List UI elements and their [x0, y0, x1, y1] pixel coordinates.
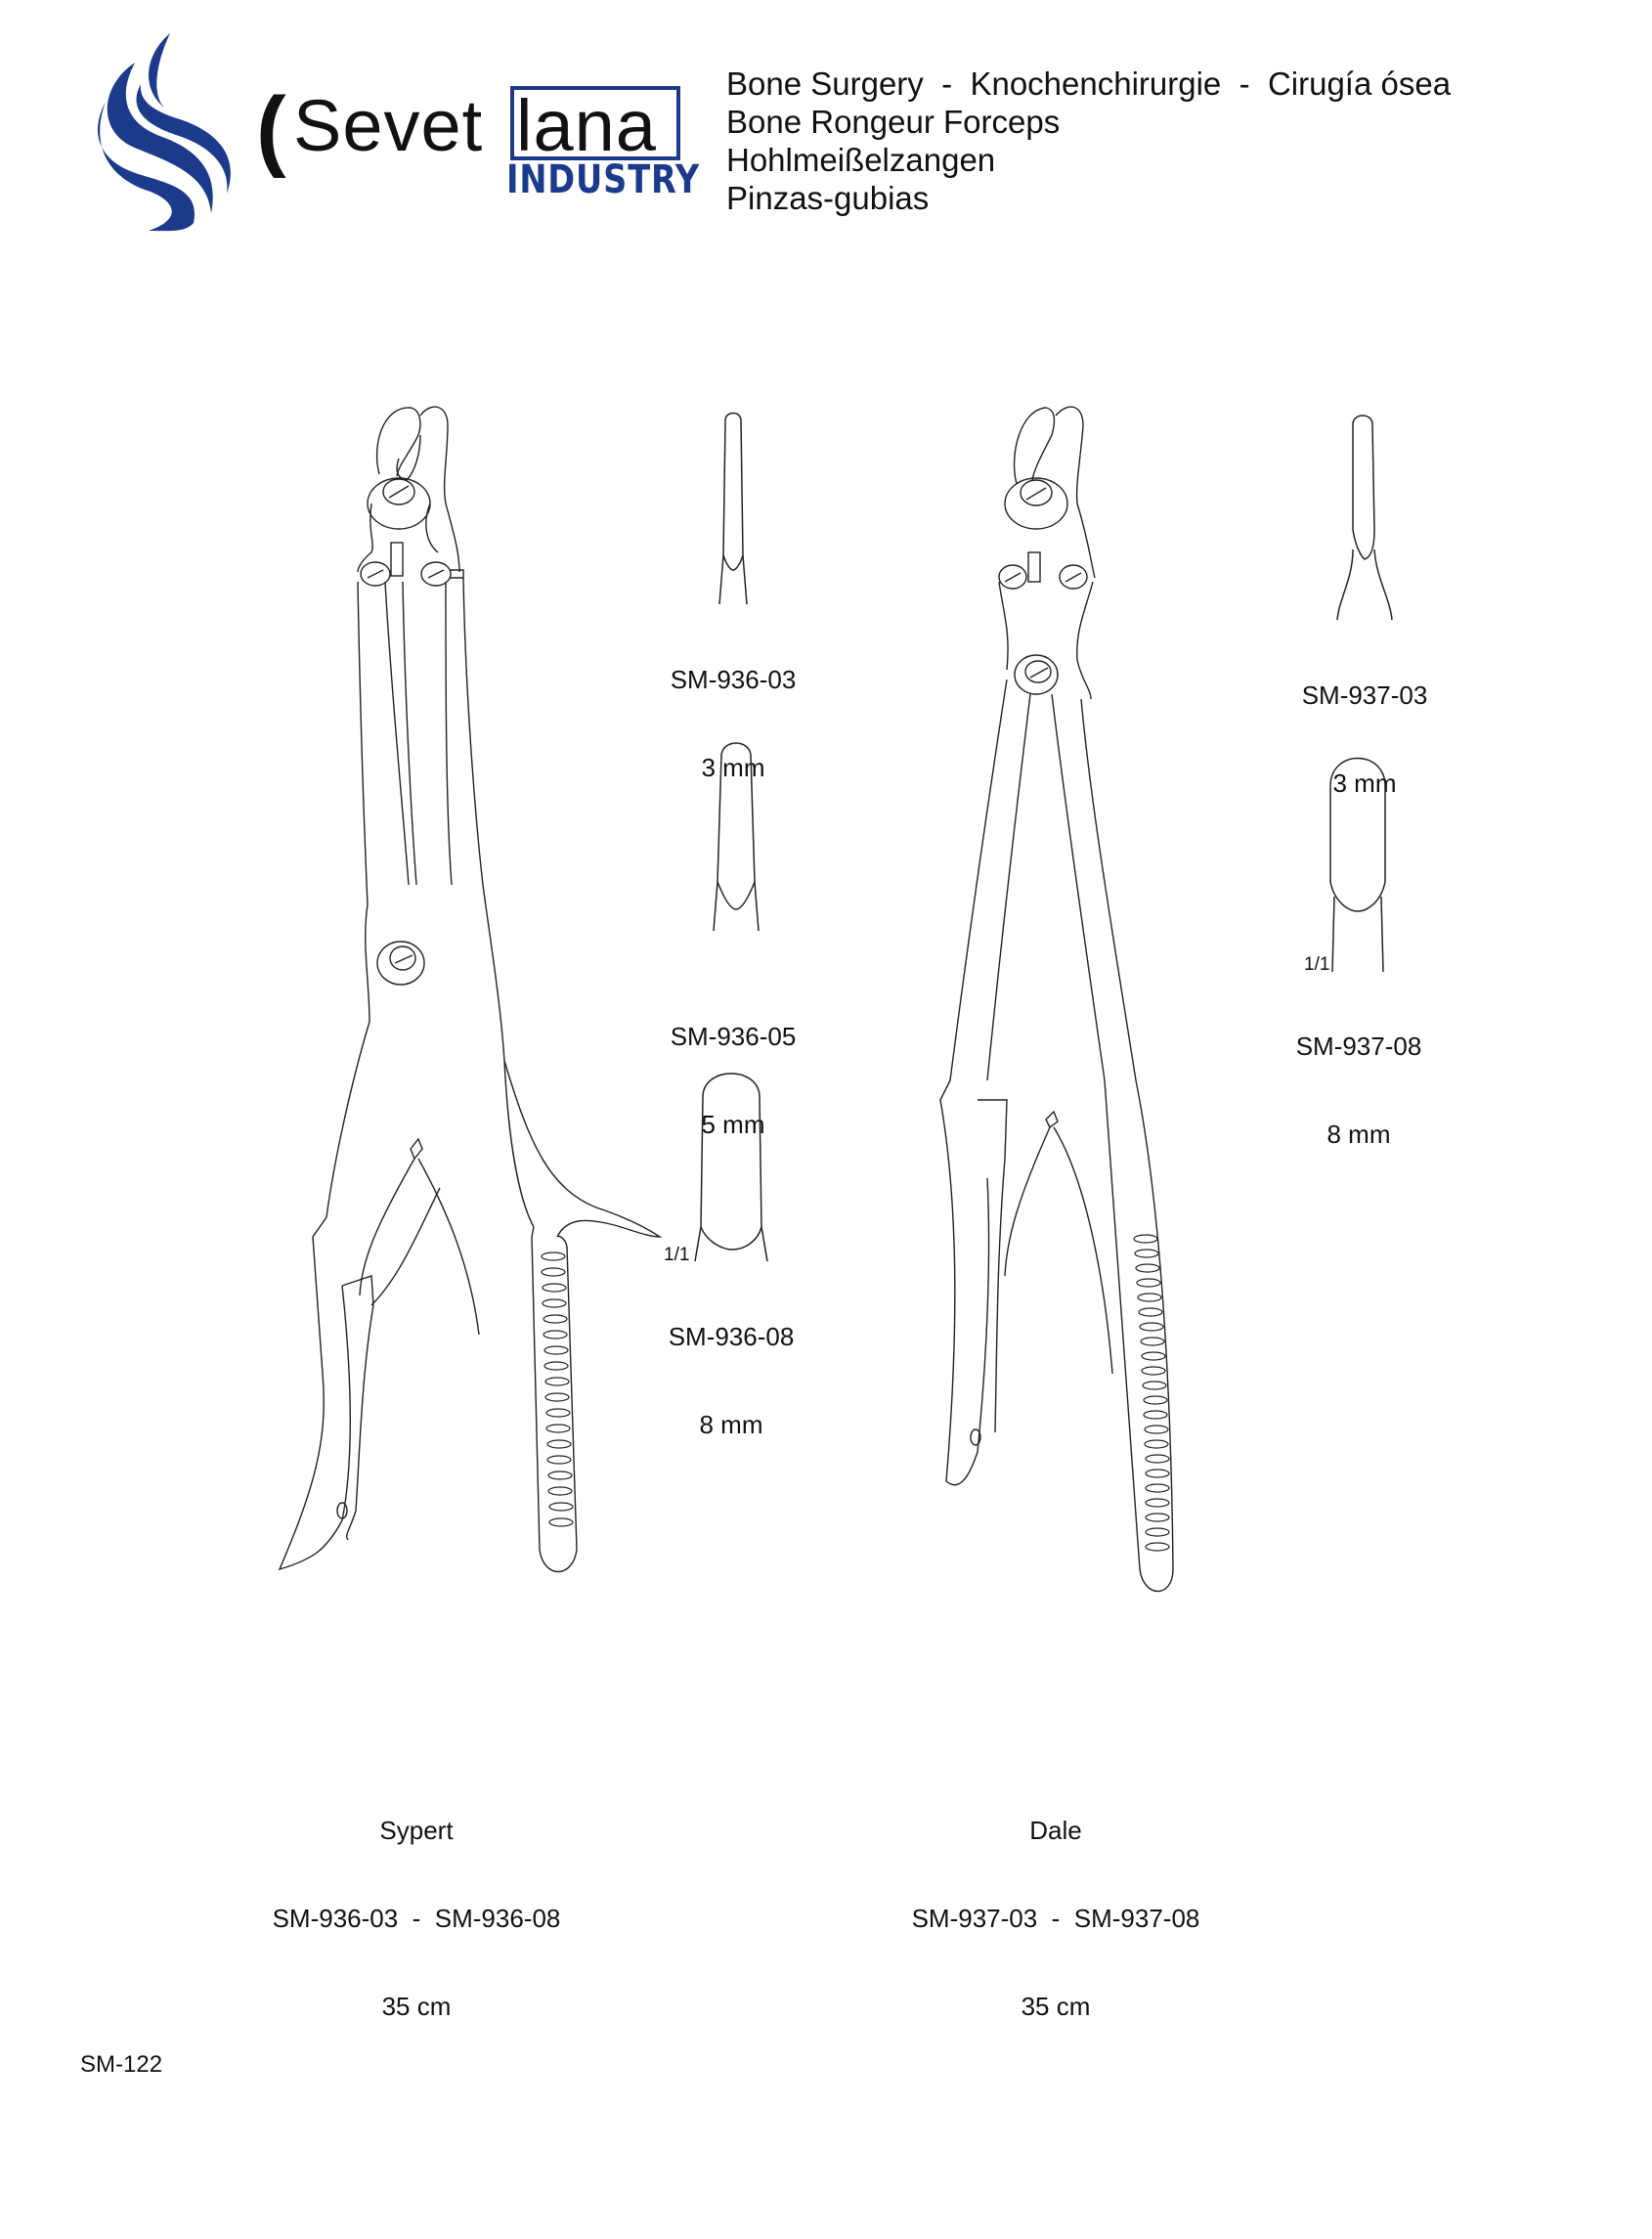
- catalog-header: Bone Surgery - Knochenchirurgie - Cirugí…: [726, 65, 1451, 217]
- tip-label-sm-937-03: SM-937-03 3 mm: [1286, 622, 1443, 827]
- product-range: SM-936-03 - SM-936-08: [272, 1904, 561, 1933]
- product-caption-sypert: Sypert SM-936-03 - SM-936-08 35 cm: [221, 1757, 612, 2050]
- product-name: Sypert: [379, 1816, 454, 1845]
- brand-name-box: [510, 86, 680, 160]
- tip-scale-sm-937-08: 1/1: [1304, 954, 1330, 975]
- tip-code: SM-937-08: [1295, 1032, 1422, 1061]
- brand-subtitle: INDUSTRY: [506, 157, 701, 202]
- tip-code: SM-936-08: [668, 1322, 795, 1351]
- product-range: SM-937-03 - SM-937-08: [911, 1904, 1200, 1933]
- tip-code: SM-937-03: [1301, 680, 1428, 710]
- flame-s-logo-icon: [98, 33, 231, 232]
- tip-sm-936-05-illustration: [713, 742, 760, 932]
- dale-rongeur-illustration: [939, 406, 1174, 1593]
- sypert-rongeur-illustration: [278, 406, 663, 1573]
- tip-sm-937-03-illustration: [1336, 415, 1393, 621]
- tip-size: 8 mm: [1326, 1120, 1391, 1149]
- header-line-german: Hohlmeißelzangen: [726, 142, 996, 178]
- tip-scale-sm-936-08: 1/1: [664, 1245, 690, 1265]
- tip-code: SM-936-03: [670, 665, 797, 694]
- product-length: 35 cm: [1021, 1992, 1091, 2021]
- tip-label-sm-937-08: SM-937-08 8 mm: [1281, 973, 1437, 1178]
- catalog-page-code: SM-122: [80, 2051, 163, 2078]
- product-caption-dale: Dale SM-937-03 - SM-937-08 35 cm: [860, 1757, 1251, 2050]
- tip-size: 3 mm: [701, 753, 765, 782]
- tip-sm-937-08-illustration: [1329, 757, 1386, 973]
- tip-label-sm-936-03: SM-936-03 3 mm: [655, 606, 811, 812]
- tip-size: 5 mm: [701, 1110, 765, 1139]
- header-line-spanish: Pinzas-gubias: [726, 180, 930, 216]
- brand-paren: (: [256, 79, 286, 179]
- tip-size: 3 mm: [1332, 768, 1397, 798]
- tip-size: 8 mm: [699, 1410, 763, 1439]
- product-length: 35 cm: [381, 1992, 452, 2021]
- tip-label-sm-936-05: SM-937-03 SM-936-05 5 mm: [655, 934, 811, 1168]
- brand-name-part2: lana: [516, 85, 657, 166]
- header-line-english: Bone Rongeur Forceps: [726, 104, 1061, 140]
- tip-sm-936-08-illustration: [694, 1073, 768, 1262]
- brand-name-part1: Sevet: [293, 85, 484, 166]
- tip-label-sm-936-08: SM-936-08 8 mm: [653, 1263, 809, 1469]
- product-name: Dale: [1029, 1816, 1082, 1845]
- header-line-category: Bone Surgery - Knochenchirurgie - Cirugí…: [726, 66, 1452, 102]
- tip-code: SM-936-05: [670, 1022, 797, 1051]
- tip-sm-936-03-illustration: [718, 412, 748, 605]
